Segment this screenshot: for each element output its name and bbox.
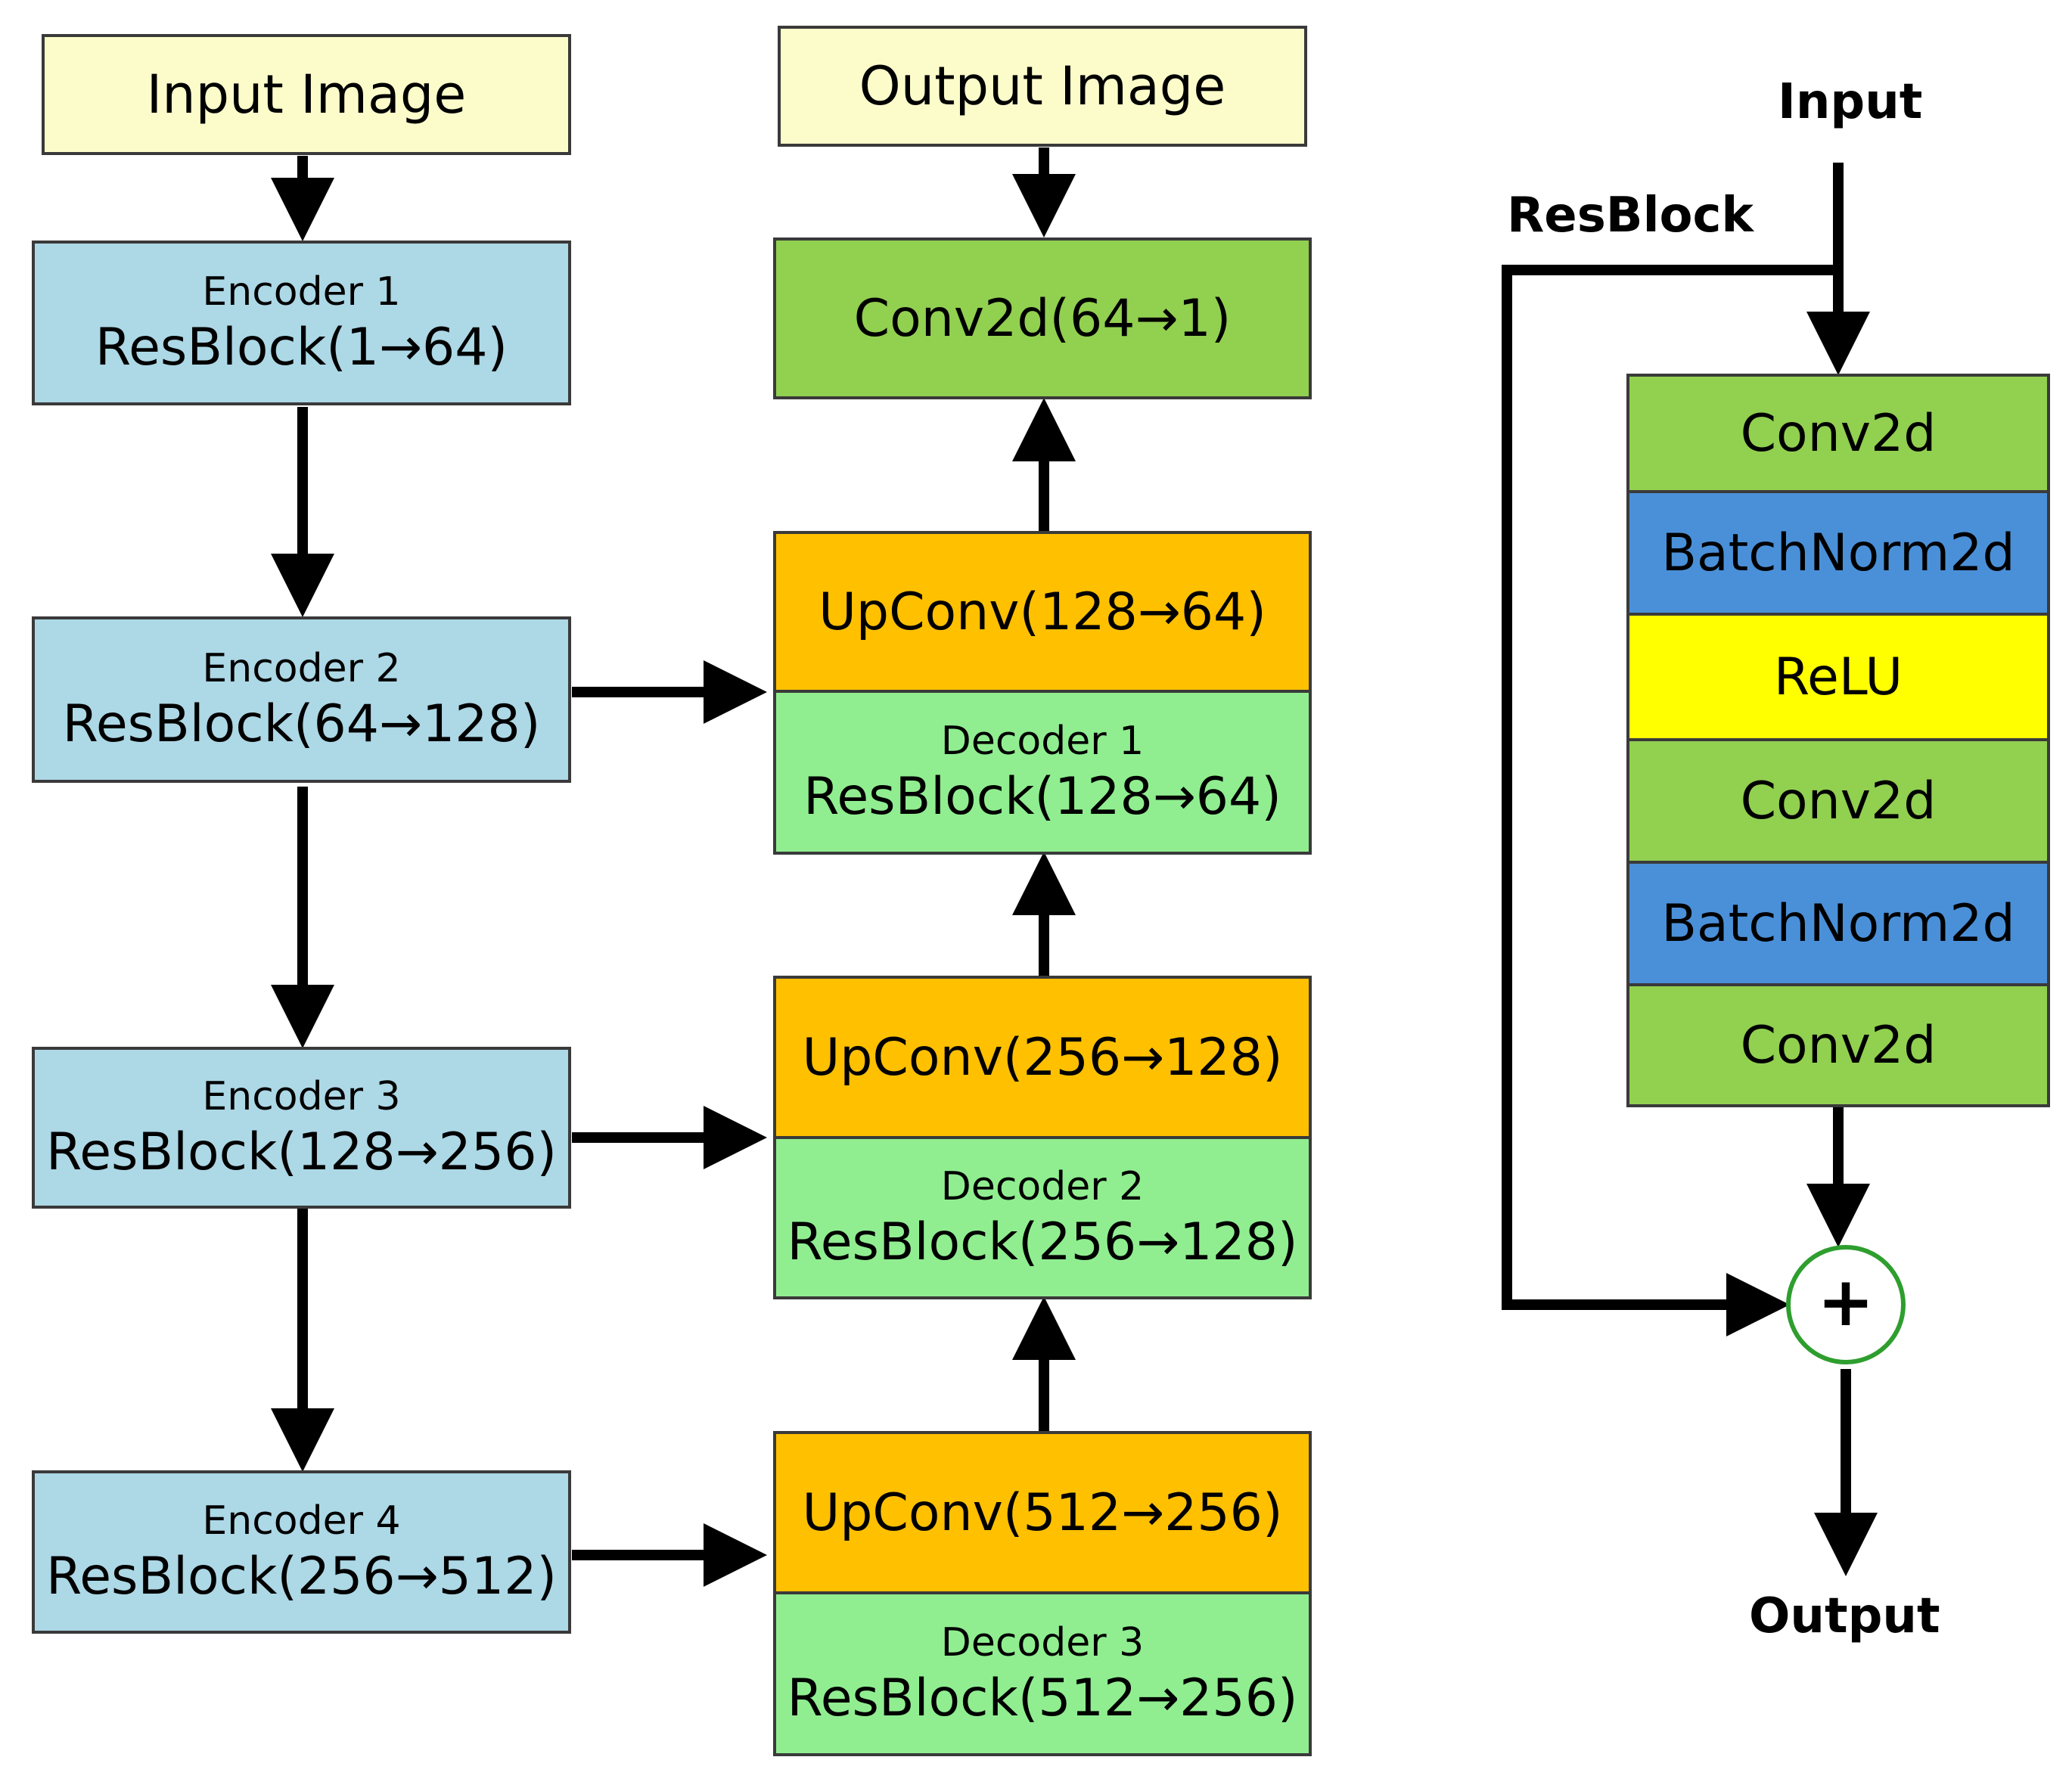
decoder-2-box: Decoder 2 ResBlock(256→128) <box>773 1136 1312 1299</box>
encoder-4-box: Encoder 4 ResBlock(256→512) <box>32 1470 571 1634</box>
decoder-3-block: ResBlock(512→256) <box>787 1668 1298 1728</box>
encoder-3-block: ResBlock(128→256) <box>46 1122 557 1182</box>
upconv-3-box: UpConv(512→256) <box>773 1431 1312 1594</box>
output-image-box: Output Image <box>778 26 1307 147</box>
resblock-layer-label: BatchNorm2d <box>1661 893 2015 954</box>
resblock-title: ResBlock <box>1507 188 1754 244</box>
final-conv-box: Conv2d(64→1) <box>773 237 1312 399</box>
resblock-layer-relu: ReLU <box>1626 613 2050 741</box>
resblock-layer-batchnorm2d-2: BatchNorm2d <box>1626 861 2050 986</box>
upconv-2-label: UpConv(256→128) <box>802 1027 1283 1088</box>
resblock-layer-batchnorm2d-1: BatchNorm2d <box>1626 490 2050 616</box>
decoder-3-box: Decoder 3 ResBlock(512→256) <box>773 1591 1312 1756</box>
encoder-4-name: Encoder 4 <box>202 1498 401 1544</box>
resblock-output-label: Output <box>1749 1588 1940 1644</box>
decoder-1-name: Decoder 1 <box>940 718 1145 764</box>
encoder-1-block: ResBlock(1→64) <box>95 317 508 377</box>
resblock-layer-conv2d-3: Conv2d <box>1626 983 2050 1107</box>
output-image-label: Output Image <box>859 55 1226 117</box>
resblock-skip-path <box>1502 265 1838 1336</box>
encoder-1-box: Encoder 1 ResBlock(1→64) <box>32 241 571 405</box>
resblock-layer-conv2d-1: Conv2d <box>1626 374 2050 493</box>
upconv-1-box: UpConv(128→64) <box>773 531 1312 693</box>
resblock-layer-label: Conv2d <box>1740 1015 1937 1076</box>
sum-symbol: + <box>1817 1262 1874 1342</box>
resblock-layer-label: ReLU <box>1773 647 1903 707</box>
encoder-1-name: Encoder 1 <box>202 269 401 315</box>
encoder-3-box: Encoder 3 ResBlock(128→256) <box>32 1047 571 1209</box>
decoder-3-name: Decoder 3 <box>940 1619 1145 1665</box>
decoder-1-box: Decoder 1 ResBlock(128→64) <box>773 690 1312 855</box>
encoder-2-box: Encoder 2 ResBlock(64→128) <box>32 616 571 783</box>
resblock-layer-conv2d-2: Conv2d <box>1626 738 2050 864</box>
input-image-box: Input Image <box>42 34 571 155</box>
resblock-layer-label: Conv2d <box>1740 403 1937 464</box>
decoder-2-block: ResBlock(256→128) <box>787 1212 1298 1272</box>
upconv-1-label: UpConv(128→64) <box>819 582 1266 642</box>
input-image-label: Input Image <box>146 64 467 126</box>
encoder-3-name: Encoder 3 <box>202 1073 401 1119</box>
encoder-2-block: ResBlock(64→128) <box>62 694 541 754</box>
decoder-2-name: Decoder 2 <box>940 1163 1145 1209</box>
encoder-4-block: ResBlock(256→512) <box>46 1546 557 1606</box>
upconv-2-box: UpConv(256→128) <box>773 976 1312 1139</box>
final-conv-label: Conv2d(64→1) <box>853 288 1232 349</box>
resblock-layer-label: Conv2d <box>1740 771 1937 831</box>
sum-node <box>1786 1245 1906 1364</box>
resblock-layer-label: BatchNorm2d <box>1661 523 2015 583</box>
encoder-2-name: Encoder 2 <box>202 645 401 691</box>
resblock-input-label: Input <box>1778 74 1923 130</box>
upconv-3-label: UpConv(512→256) <box>802 1482 1283 1543</box>
decoder-1-block: ResBlock(128→64) <box>803 766 1281 827</box>
